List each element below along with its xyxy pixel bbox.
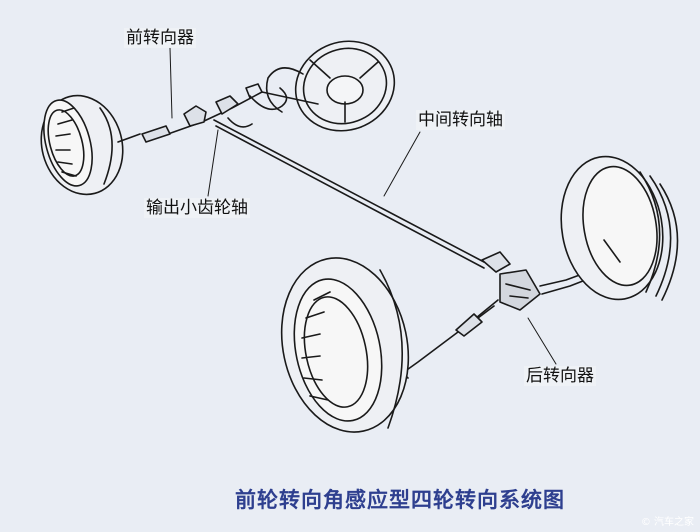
front-left-wheel — [40, 94, 124, 196]
label-rear-steering-gear: 后转向器 — [524, 366, 596, 386]
label-front-steering-gear: 前转向器 — [124, 28, 196, 48]
leader-lines — [169, 47, 557, 365]
figure-caption: 前轮转向角感应型四轮转向系统图 — [235, 488, 565, 512]
intermediate-steering-shaft — [213, 119, 485, 269]
rear-right-wheel — [560, 155, 679, 301]
front-steering-assembly — [117, 83, 319, 143]
watermark: © 汽车之家 — [640, 517, 694, 528]
label-output-pinion-shaft: 输出小齿轮轴 — [144, 198, 250, 218]
label-intermediate-shaft: 中间转向轴 — [416, 110, 505, 130]
rear-left-wheel — [280, 257, 410, 433]
steering-wheel — [265, 40, 396, 132]
